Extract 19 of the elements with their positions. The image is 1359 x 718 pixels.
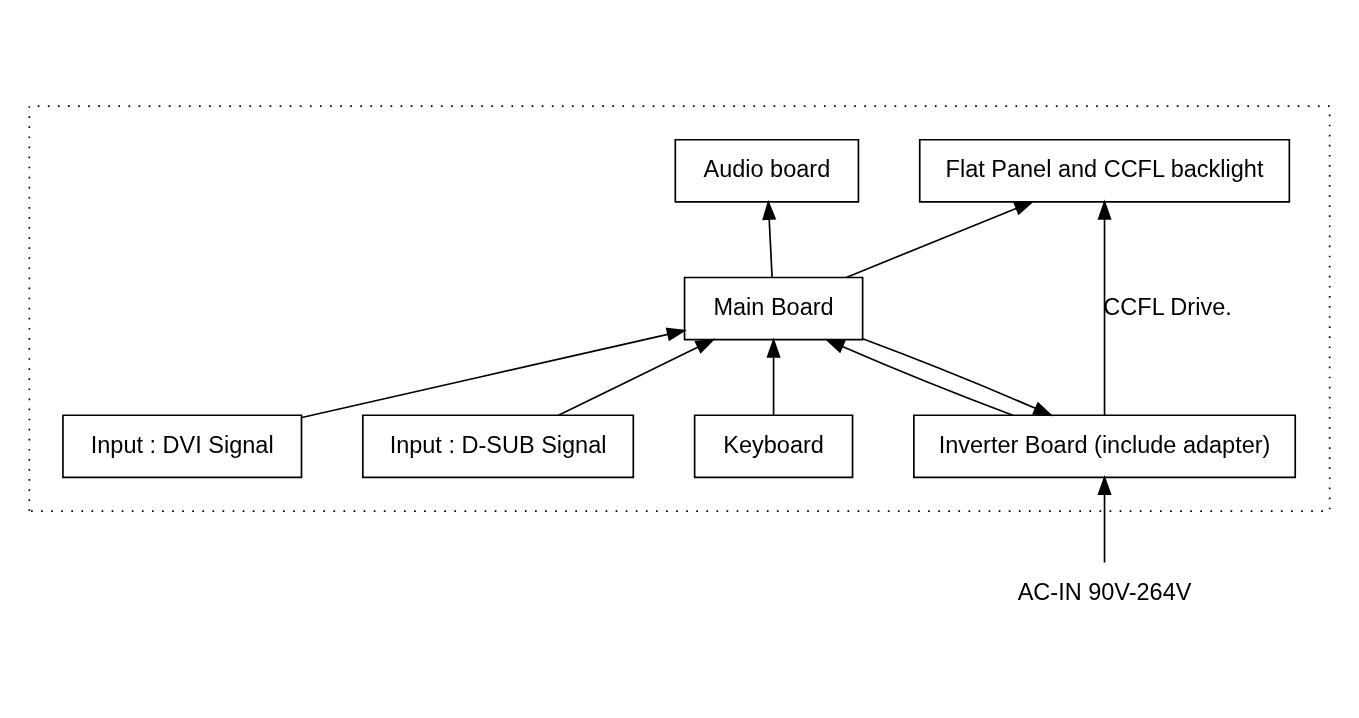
cluster (28, 105, 1331, 512)
arrow (845, 201, 1035, 279)
arrow (861, 337, 1054, 417)
arrow (766, 337, 781, 416)
arrow (762, 199, 777, 278)
arrow (824, 338, 1014, 416)
arrow (301, 327, 687, 419)
arrow (1097, 474, 1112, 564)
edge-label: CCFL Drive. (1103, 293, 1232, 320)
node-box: Flat Panel and CCFL backlight (918, 138, 1291, 203)
node-text: AC-IN 90V-264V (1017, 579, 1192, 606)
node-box: Keyboard (693, 414, 854, 479)
node-box: Main Board (683, 276, 864, 341)
node-box: Audio board (674, 138, 860, 203)
node-box: Input : DVI Signal (62, 414, 303, 479)
arrow (557, 338, 716, 416)
node-box: Input : D-SUB Signal (362, 414, 635, 479)
arrow (1097, 199, 1112, 416)
node-box: Inverter Board (include adapter) (913, 414, 1297, 479)
